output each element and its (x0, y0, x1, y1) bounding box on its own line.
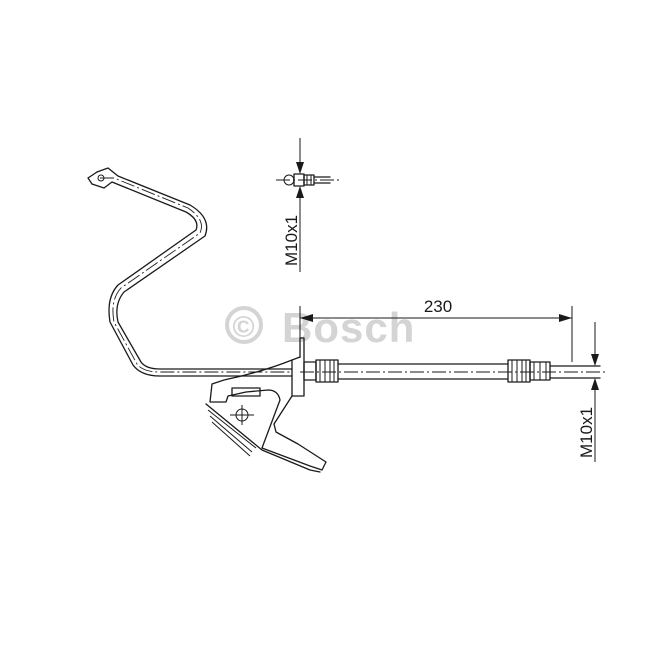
thread-label-top: M10x1 (282, 215, 301, 266)
flexible-hose (300, 359, 606, 383)
watermark-brand: Bosch (282, 304, 415, 351)
copyright-symbol: © (232, 311, 255, 344)
watermark: © Bosch (225, 304, 415, 351)
thread-label-right: M10x1 (577, 407, 596, 458)
brake-pipe (87, 167, 293, 377)
right-thread-dimension: M10x1 (577, 322, 599, 462)
hose-fitting-left (303, 361, 317, 381)
copyright-circle-icon (225, 306, 263, 344)
mounting-bracket (205, 337, 327, 473)
length-label: 230 (424, 297, 452, 316)
end-fitting-detail (276, 173, 340, 187)
hose-ferrule-left (315, 359, 339, 383)
hose-ferrule-right (507, 359, 531, 383)
length-dimension: 230 (299, 297, 573, 362)
bracket-slot (231, 387, 261, 397)
top-thread-dimension: M10x1 (282, 138, 304, 272)
